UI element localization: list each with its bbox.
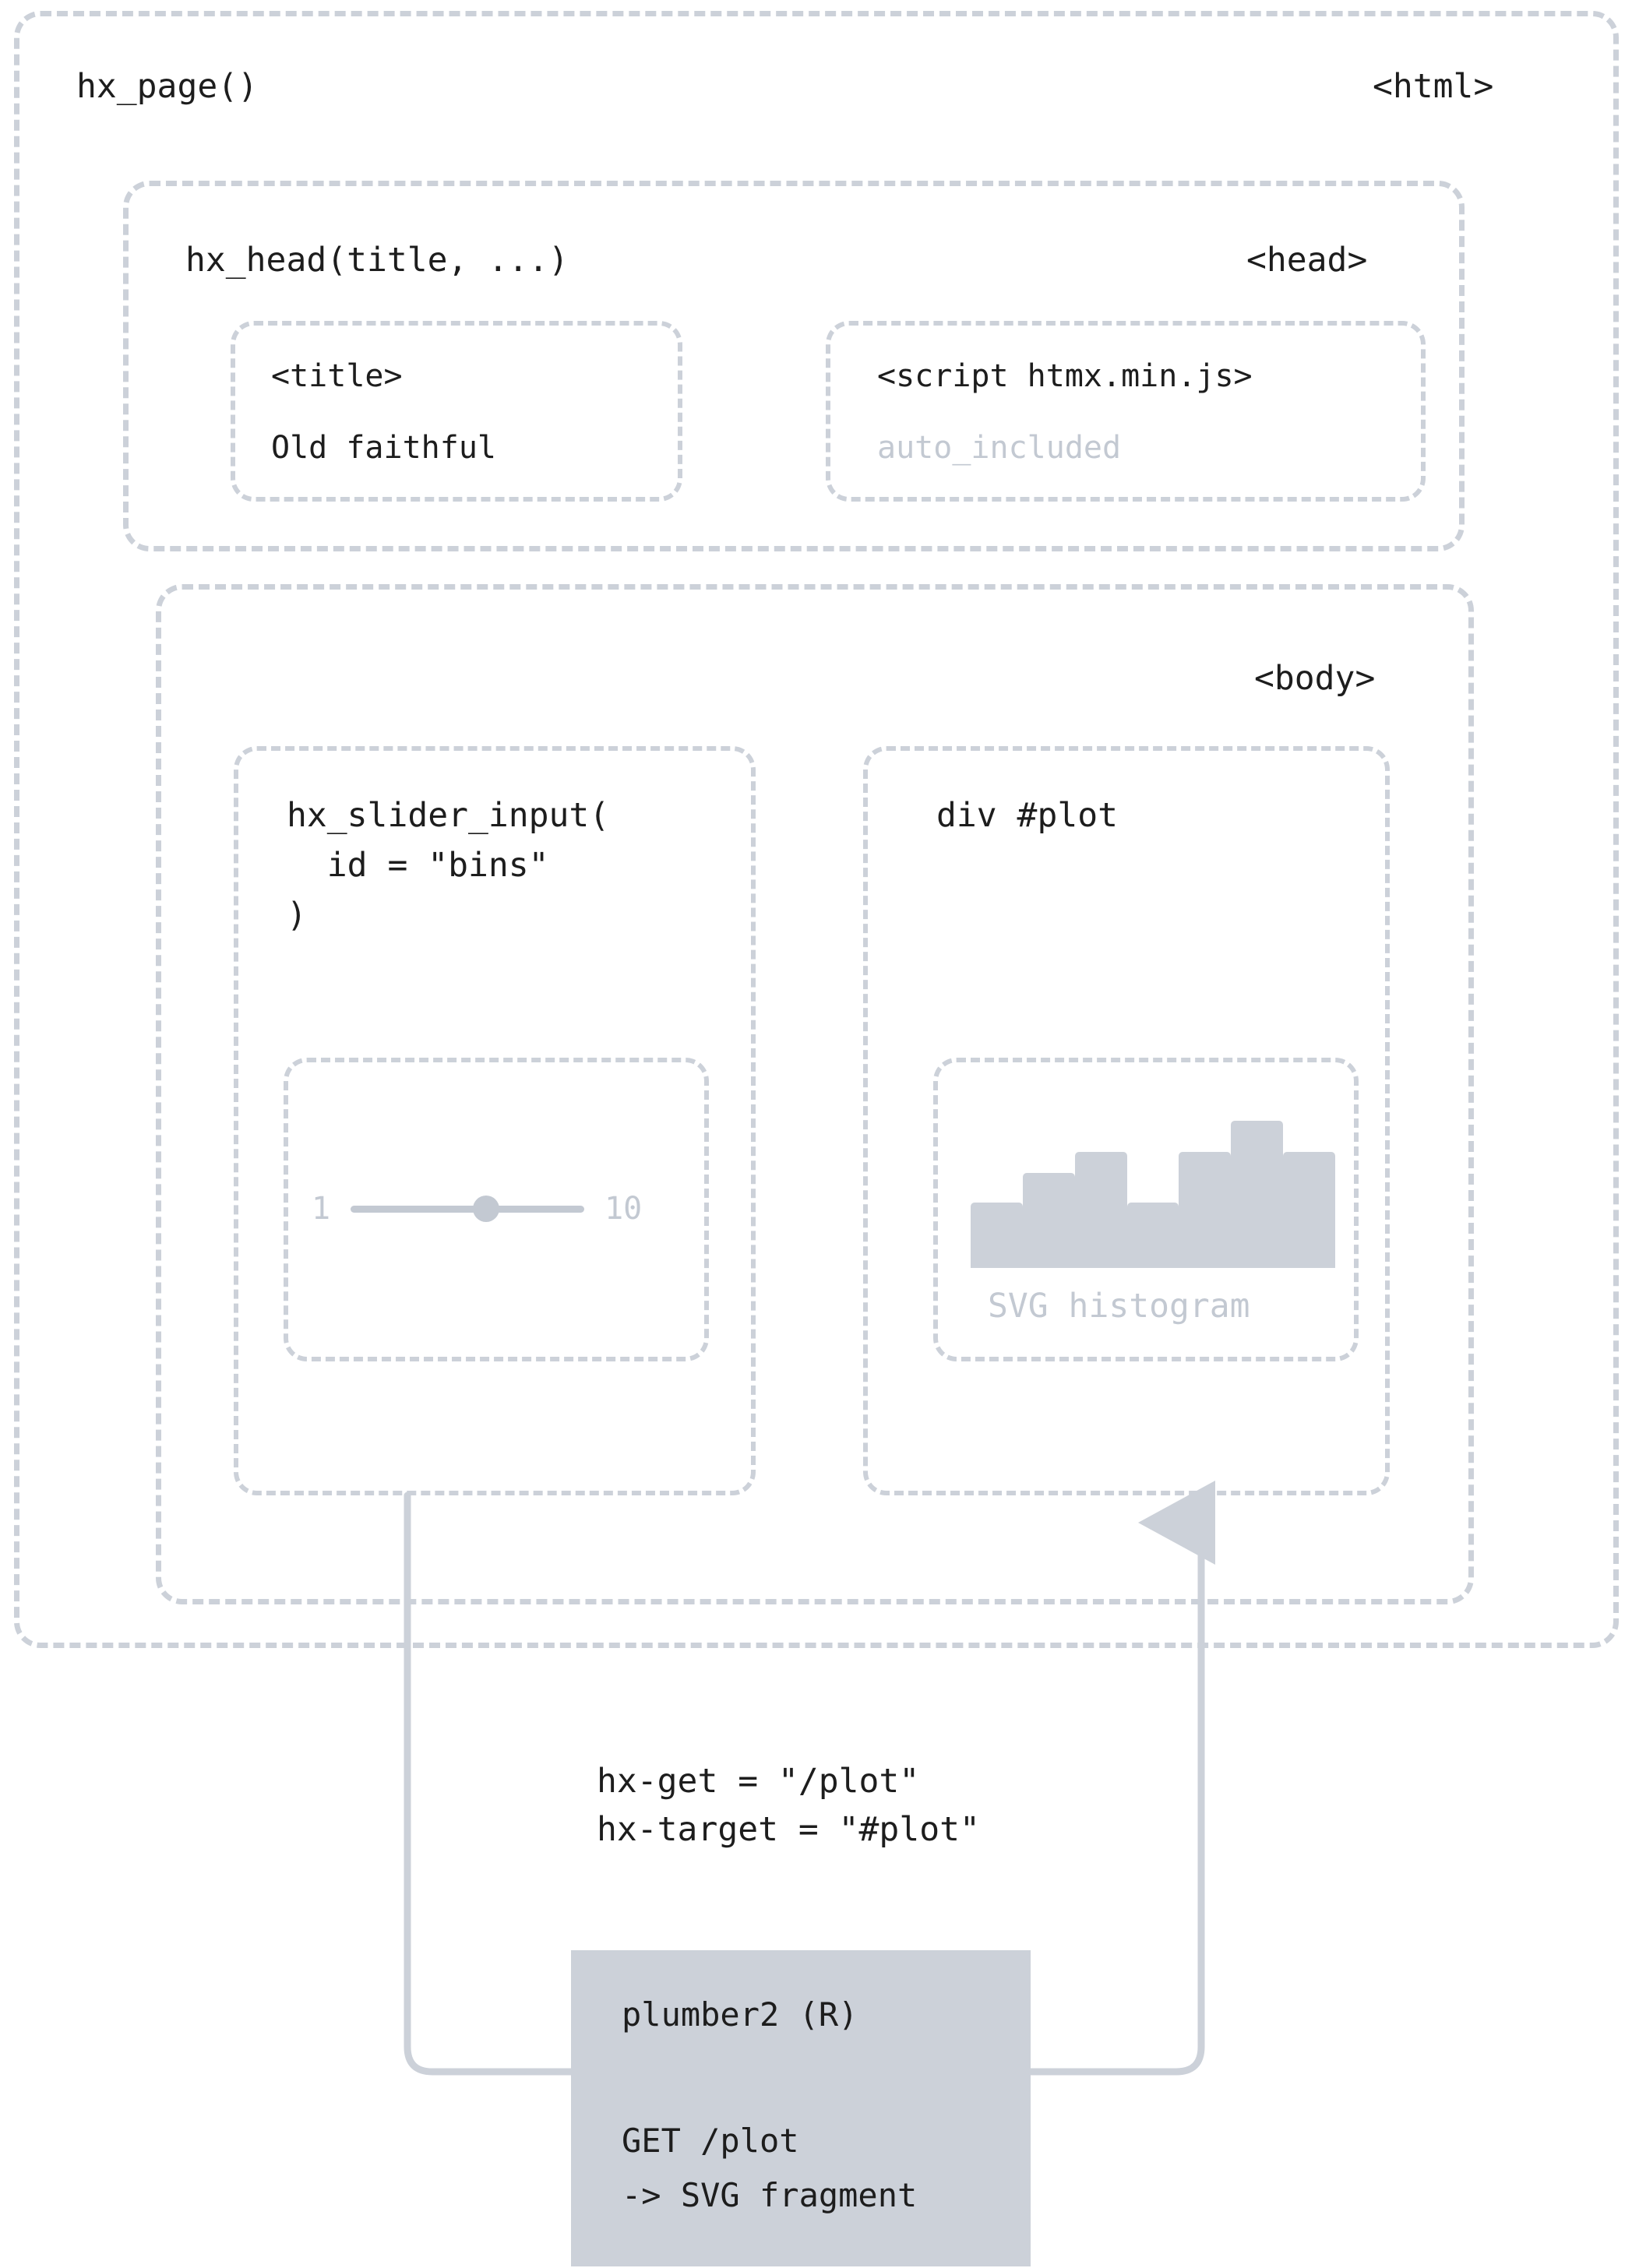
histogram-bar: [1231, 1121, 1284, 1268]
histogram-bar: [1074, 1152, 1127, 1268]
histogram-bar: [1283, 1152, 1335, 1268]
page-title: hx_page(): [76, 67, 258, 106]
slider-track-wrapper[interactable]: [351, 1196, 585, 1222]
title-tag-label: <title>: [271, 358, 403, 394]
histogram-bar: [971, 1203, 1023, 1268]
svg-histogram: [971, 1095, 1335, 1268]
body-tag-label: <body>: [1254, 659, 1376, 698]
html-container-box: [14, 11, 1619, 1648]
backend-service-box: [571, 1950, 1031, 2266]
head-tag-label: <head>: [1246, 241, 1368, 280]
head-container-box: [123, 181, 1465, 551]
html-tag-label: <html>: [1373, 67, 1494, 106]
slider-thumb[interactable]: [473, 1196, 500, 1222]
plot-div-box: [863, 746, 1390, 1495]
slider-min-label: 1: [312, 1191, 331, 1227]
slider-fn-line-3: ): [287, 896, 307, 935]
slider-fn-line-2: id = "bins": [287, 846, 549, 885]
script-tag-label: <script htmx.min.js>: [877, 358, 1253, 394]
body-container-box: [156, 584, 1474, 1604]
slider-widget-box: [284, 1058, 709, 1361]
title-value-label: Old faithful: [271, 430, 496, 466]
head-function-label: hx_head(title, ...): [185, 241, 569, 280]
title-element-box: [231, 321, 682, 502]
backend-route-label: GET /plot: [622, 2122, 799, 2160]
histogram-bar: [1179, 1152, 1232, 1268]
slider-max-label: 10: [605, 1191, 643, 1227]
plot-div-label: div #plot: [936, 796, 1118, 835]
histogram-bar: [1022, 1173, 1075, 1268]
slider-fn-line-1: hx_slider_input(: [287, 796, 610, 835]
script-auto-included-note: auto_included: [877, 430, 1122, 466]
backend-name-label: plumber2 (R): [622, 1995, 858, 2034]
script-element-box: [826, 321, 1426, 502]
hx-get-annotation: hx-get = "/plot": [597, 1762, 920, 1801]
hx-target-annotation: hx-target = "#plot": [597, 1810, 980, 1849]
slider-track[interactable]: [351, 1205, 585, 1213]
bins-slider[interactable]: 1 10: [312, 1193, 642, 1224]
histogram-caption: SVG histogram: [988, 1287, 1250, 1326]
histogram-bar: [1126, 1203, 1179, 1268]
backend-response-label: -> SVG fragment: [622, 2176, 918, 2214]
histogram-box: [933, 1058, 1359, 1361]
